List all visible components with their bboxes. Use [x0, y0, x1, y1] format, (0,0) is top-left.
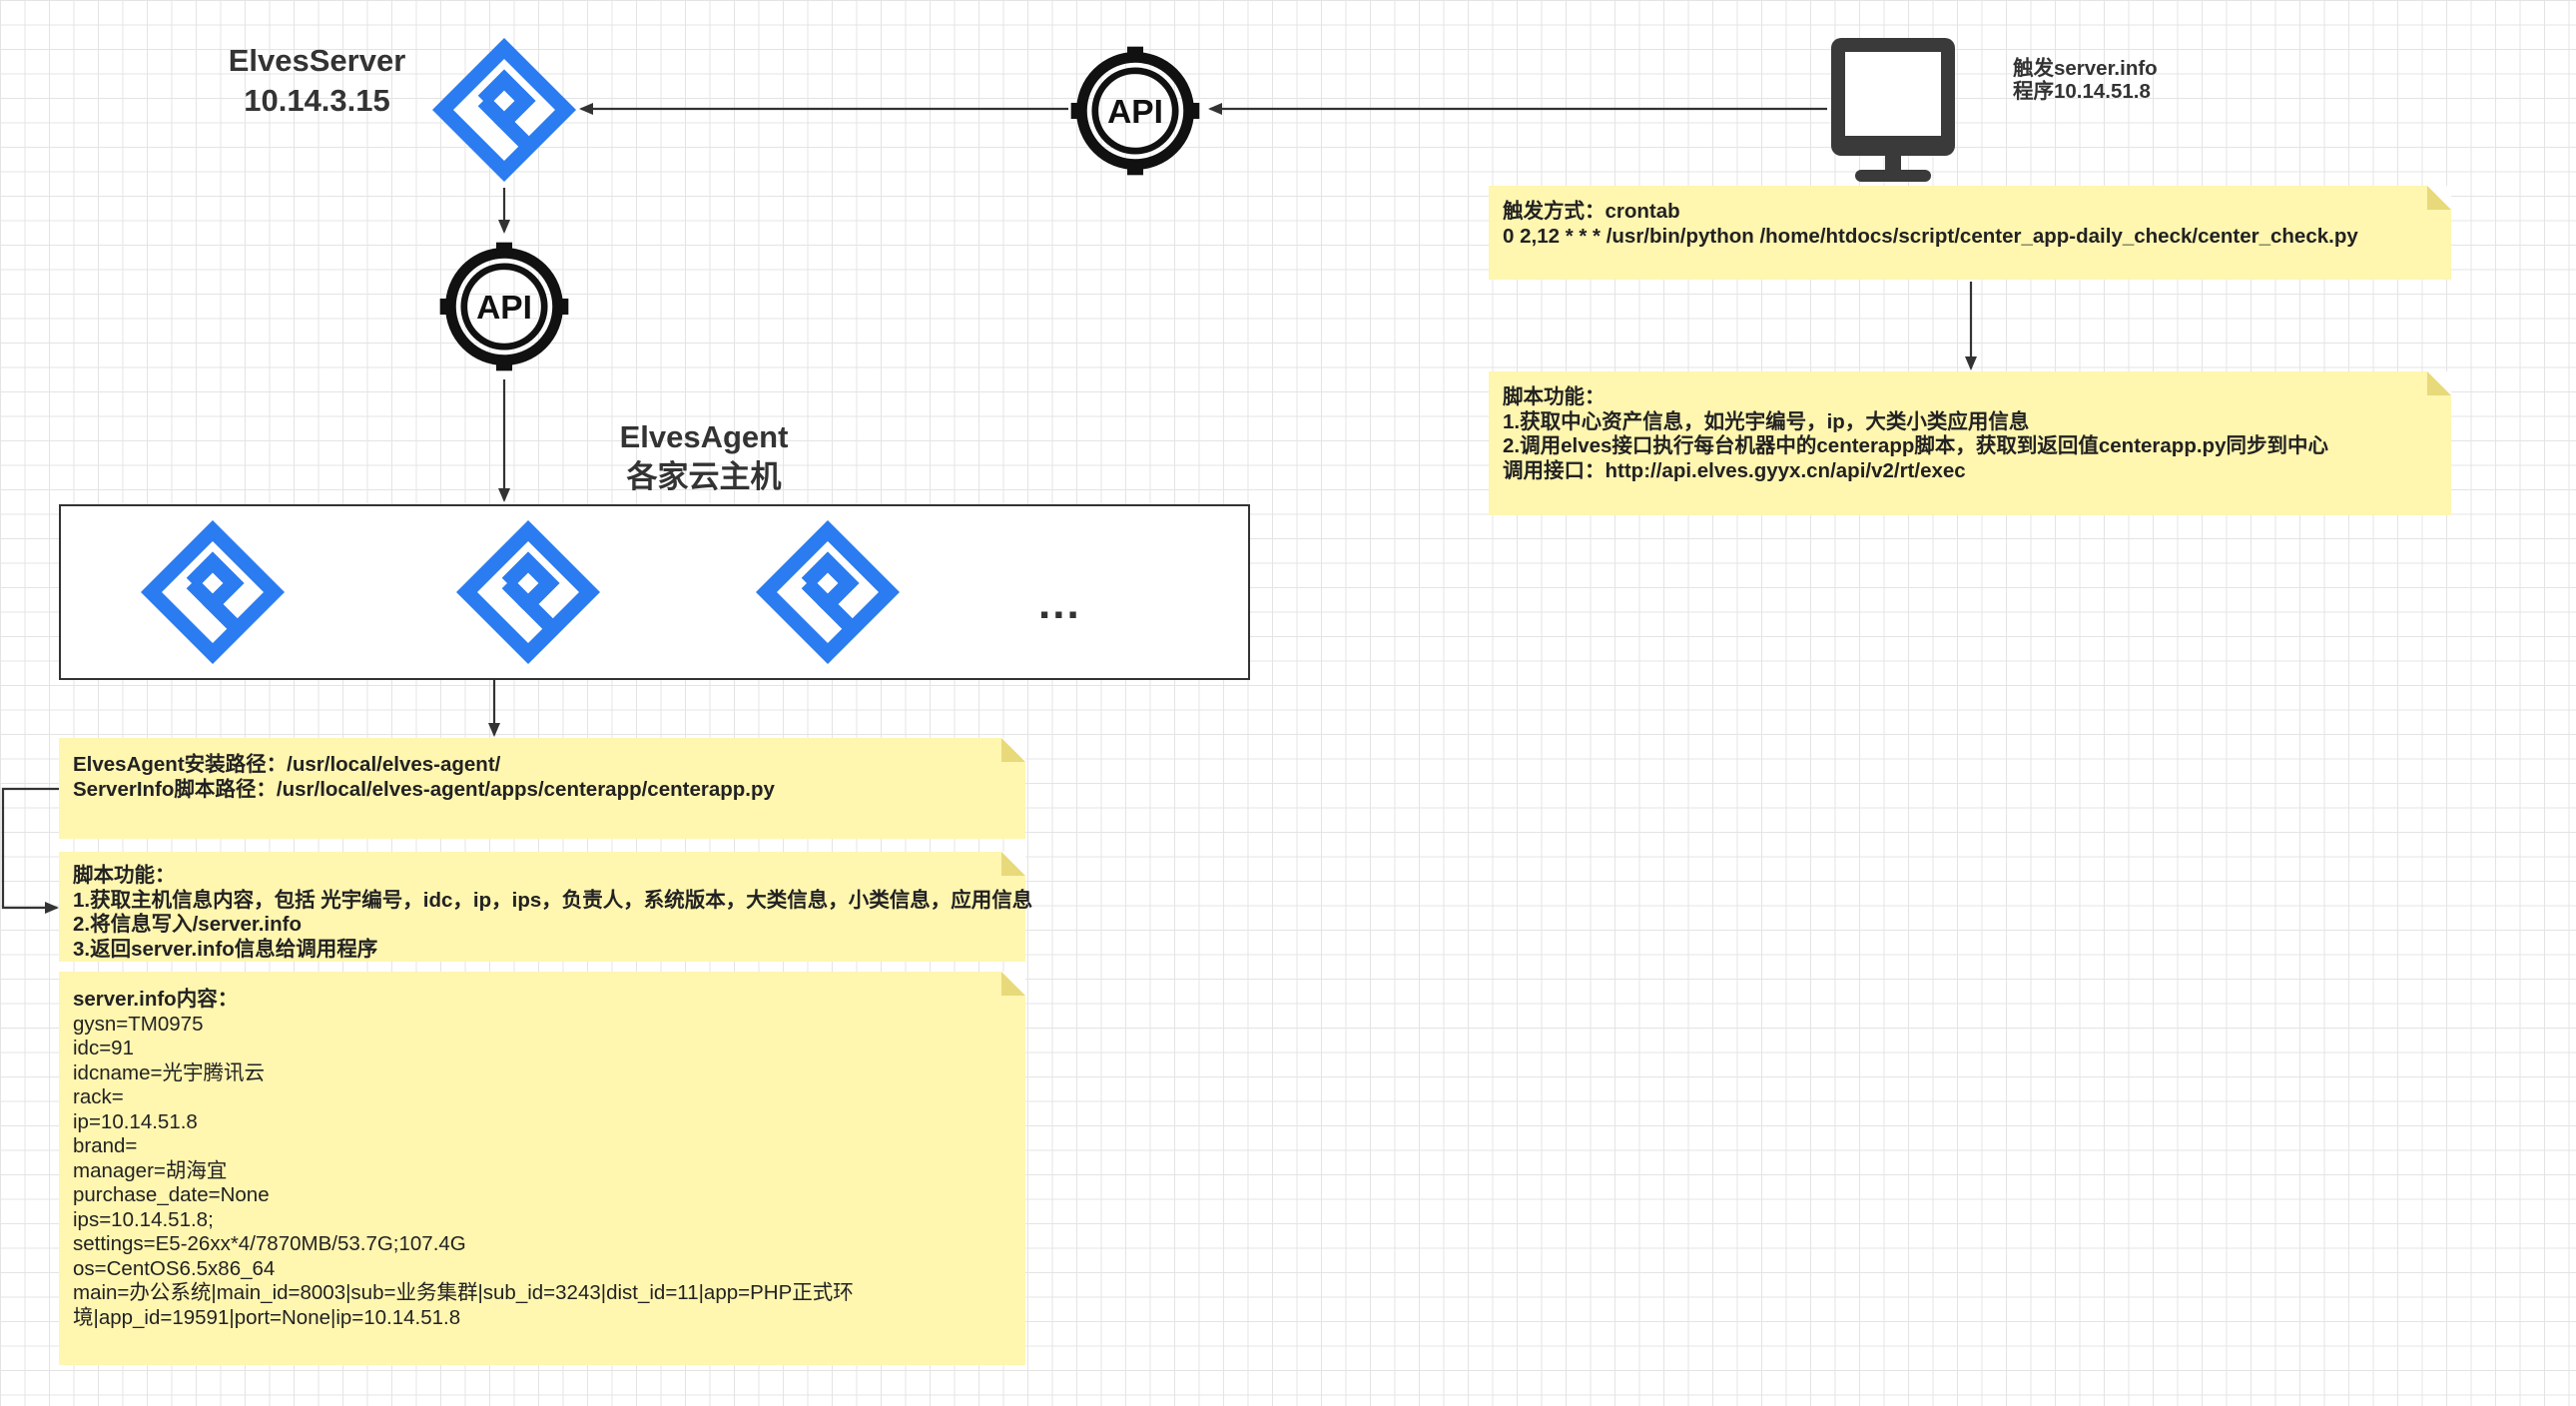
elves-logo-icon [141, 520, 285, 664]
note-fold [1001, 972, 1025, 996]
note-fold [2427, 186, 2451, 210]
note-line: purchase_date=None [73, 1183, 270, 1206]
note-fold [1001, 852, 1025, 876]
note-line: 0 2,12 * * * /usr/bin/python /home/htdoc… [1503, 224, 2358, 248]
arrow-paths-to-function [1, 787, 59, 914]
note-line: 2.调用elves接口执行每台机器中的centerapp脚本，获取到返回值cen… [1503, 434, 2328, 457]
note-line: ip=10.14.51.8 [73, 1109, 198, 1133]
note-line: os=CentOS6.5x86_64 [73, 1256, 276, 1280]
note-line: 调用接口：http://api.elves.gyyx.cn/api/v2/rt/… [1503, 458, 1966, 482]
note-line: idcname=光宇腾讯云 [73, 1060, 265, 1084]
trigger-method-note: 触发方式：crontab 0 2,12 * * * /usr/bin/pytho… [1489, 186, 2451, 280]
elves-logo-icon [756, 520, 900, 664]
trigger-label-line2: 程序10.14.51.8 [2013, 80, 2151, 103]
note-fold [1001, 738, 1025, 762]
note-line: 3.返回server.info信息给调用程序 [73, 937, 378, 961]
note-line: manager=胡海宜 [73, 1158, 228, 1182]
server-ip: 10.14.3.15 [244, 83, 390, 118]
note-fold [2427, 371, 2451, 395]
note-line: 触发方式：crontab [1503, 200, 1680, 223]
note-heading: server.info内容： [73, 988, 239, 1011]
note-line: ServerInfo脚本路径：/usr/local/elves-agent/ap… [73, 777, 775, 801]
note-line: 2.将信息写入/server.info [73, 913, 302, 936]
note-line: brand= [73, 1134, 138, 1157]
agent-paths-note: ElvesAgent安装路径：/usr/local/elves-agent/ S… [59, 738, 1025, 839]
agent-subtitle: 各家云主机 [626, 459, 782, 494]
elves-logo-icon [432, 38, 576, 182]
api-gear-icon: API [439, 242, 569, 371]
api-label: API [476, 290, 532, 327]
note-line: 1.获取主机信息内容，包括 光宇编号，idc，ip，ips，负责人，系统版本，大… [73, 888, 1033, 912]
note-line: 脚本功能： [73, 864, 176, 887]
more-agents-ellipsis: ... [1038, 579, 1081, 628]
api-label: API [1107, 94, 1163, 131]
trigger-label: 触发server.info 程序10.14.51.8 [2013, 57, 2158, 103]
note-line: rack= [73, 1085, 124, 1108]
monitor-icon [1831, 38, 1955, 182]
agent-name: ElvesAgent [619, 419, 789, 454]
server-info-note: server.info内容： gysn=TM0975 idc=91 idcnam… [59, 972, 1025, 1365]
note-line: 脚本功能： [1503, 385, 1606, 408]
server-name: ElvesServer [228, 43, 406, 78]
center-script-function-note: 脚本功能： 1.获取中心资产信息，如光宇编号，ip，大类小类应用信息 2.调用e… [1489, 371, 2451, 515]
elves-logo-icon [456, 520, 600, 664]
note-line: main=办公系统|main_id=8003|sub=业务集群|sub_id=3… [73, 1281, 854, 1304]
trigger-label-line1: 触发server.info [2013, 57, 2158, 80]
note-line: ElvesAgent安装路径：/usr/local/elves-agent/ [73, 753, 501, 776]
note-line: gysn=TM0975 [73, 1012, 204, 1036]
agent-script-function-note: 脚本功能： 1.获取主机信息内容，包括 光宇编号，idc，ip，ips，负责人，… [59, 852, 1033, 962]
note-line: 境|app_id=19591|port=None|ip=10.14.51.8 [73, 1305, 461, 1329]
note-line: settings=E5-26xx*4/7870MB/53.7G;107.4G [73, 1232, 466, 1255]
note-line: ips=10.14.51.8; [73, 1207, 214, 1231]
note-line: 1.获取中心资产信息，如光宇编号，ip，大类小类应用信息 [1503, 409, 2030, 433]
note-line: idc=91 [73, 1037, 134, 1059]
server-title: ElvesServer 10.14.3.15 [205, 41, 429, 121]
api-gear-icon: API [1070, 46, 1200, 176]
agent-title: ElvesAgent 各家云主机 [569, 417, 839, 497]
